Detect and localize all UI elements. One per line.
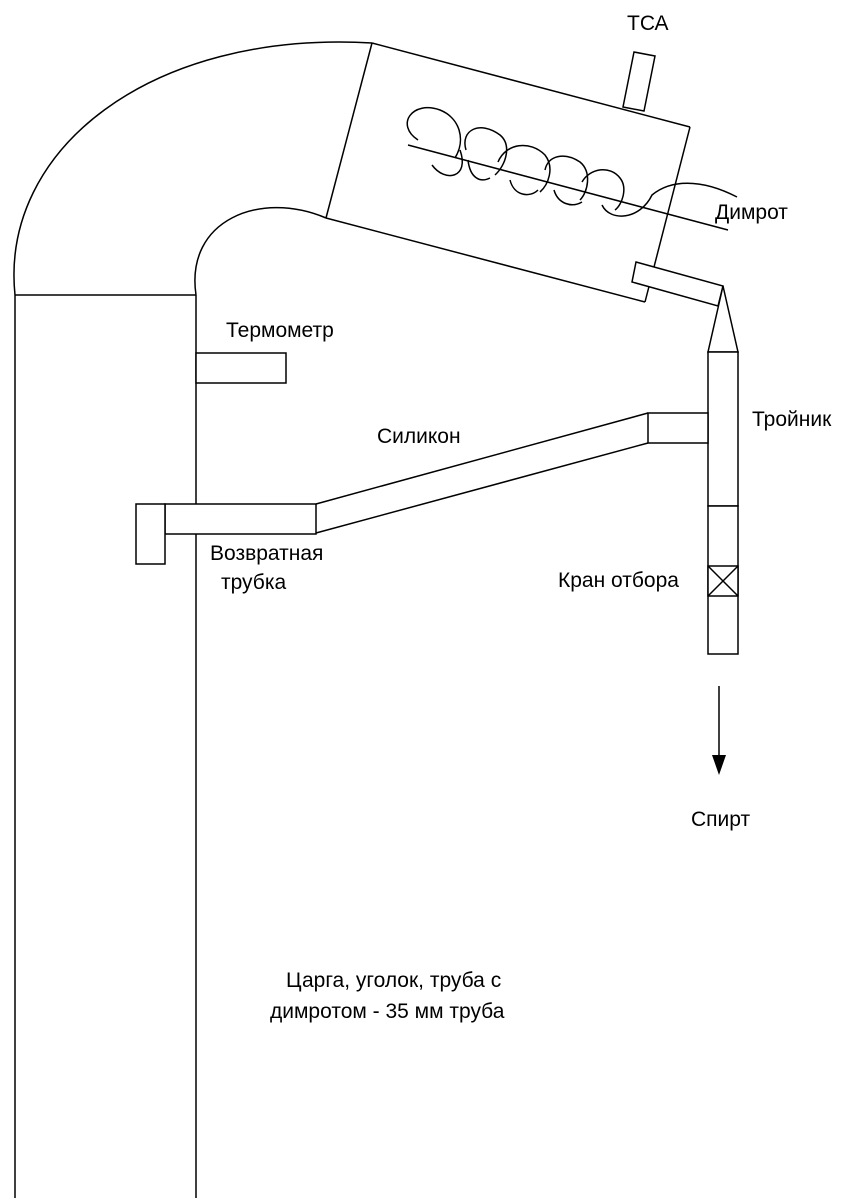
tap-label: Кран отбора: [558, 569, 679, 592]
note-line2: димротом - 35 мм труба: [270, 1000, 505, 1023]
return-tube-label-line2: трубка: [221, 571, 286, 594]
dimroth-coil: [406, 107, 738, 231]
return-tube-label-line1: Возвратная: [210, 542, 323, 565]
outlet-and-cone: [631, 261, 739, 353]
silicone-label: Силикон: [377, 425, 461, 448]
thermometer-label: Термометр: [226, 319, 334, 342]
elbow-bend: [13, 41, 373, 296]
column-tube: [14, 294, 197, 1198]
note-line1: Царга, уголок, труба с: [286, 969, 501, 992]
tee-label: Тройник: [752, 408, 832, 431]
return-tube: [135, 503, 317, 565]
output-arrow: [712, 686, 726, 775]
alcohol-label: Спирт: [691, 808, 750, 831]
tap-valve: [707, 565, 739, 597]
silicone-hose: [315, 412, 649, 534]
dimrot-label: Димрот: [715, 201, 788, 224]
thermometer-sleeve: [195, 352, 287, 384]
tsa-tube: [622, 51, 656, 112]
tsa-label: ТСА: [627, 12, 669, 35]
take-off-pipe: [647, 351, 739, 655]
